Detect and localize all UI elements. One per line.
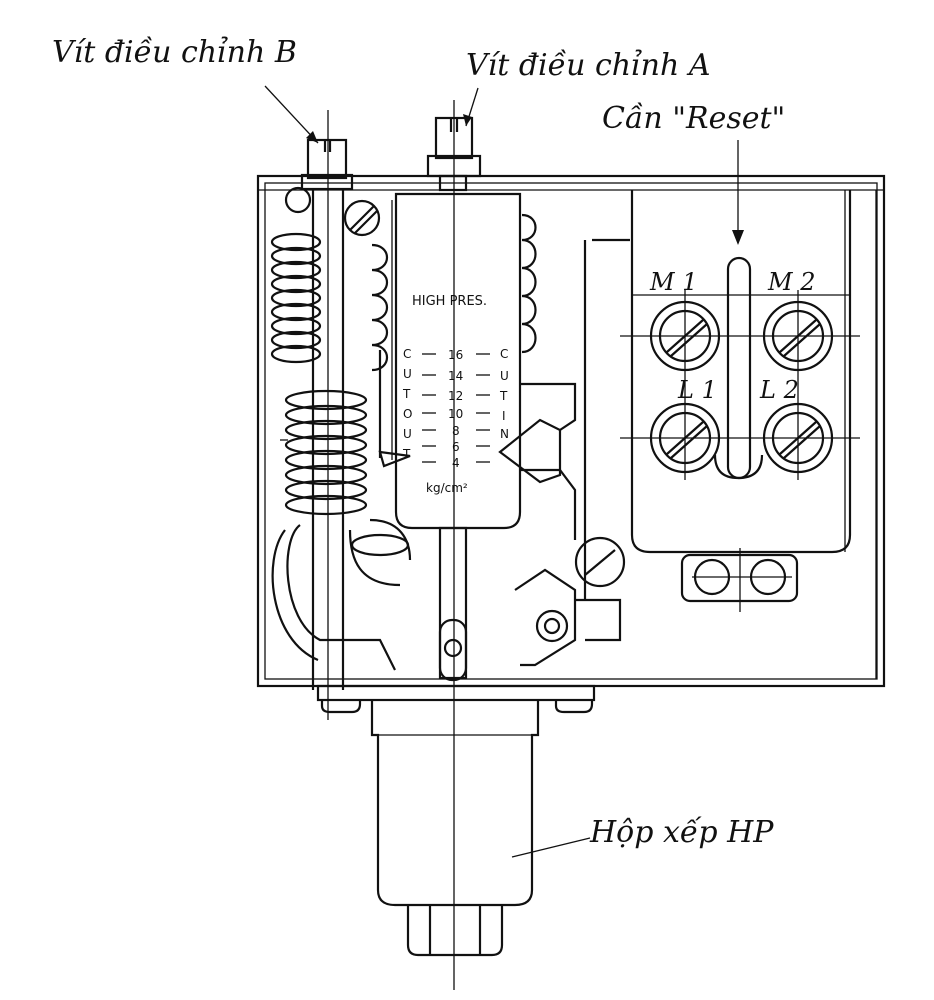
scale-letter-right-2: U [500, 369, 509, 383]
center-axis [438, 100, 468, 990]
scale-title: HIGH PRES. [412, 294, 487, 309]
bellows-housing [370, 700, 540, 907]
scale-letter-left-6: T [402, 447, 411, 461]
label-screw-b: Vít điều chỉnh B [52, 35, 297, 70]
scale-value-10: 10 [448, 407, 463, 421]
scale-letter-right-3: T [499, 389, 508, 403]
label-bellows: Hộp xếp HP [589, 815, 774, 850]
cut-in-pointer [498, 418, 562, 484]
pressure-connector [406, 905, 504, 957]
scale-letter-left-4: O [403, 407, 412, 421]
pressure-scale-plate: HIGH PRES. C U T O U T C U T I N 16 14 1… [391, 192, 522, 530]
scale-value-14: 14 [448, 369, 463, 383]
scale-value-4: 4 [452, 456, 460, 470]
leader-screw-b [264, 85, 319, 144]
scale-letter-left-1: C [403, 347, 411, 361]
scale-value-12: 12 [448, 389, 463, 403]
housing [256, 174, 886, 688]
scale-unit: kg/cm² [426, 481, 468, 495]
range-spring [270, 186, 322, 364]
scale-letter-right-4: I [502, 409, 506, 423]
label-reset-lever: Cần "Reset" [602, 101, 785, 136]
toggle-mechanism [514, 238, 630, 667]
leader-bellows [511, 837, 591, 858]
terminal-label-m1: M 1 [649, 268, 697, 296]
leader-screw-a [463, 87, 479, 127]
scale-value-6: 6 [452, 440, 460, 454]
leader-reset-lever [732, 140, 744, 245]
differential-spring [280, 389, 368, 516]
cut-out-pointer [378, 350, 411, 468]
terminal-label-l1: L 1 [677, 376, 717, 404]
screw-top-left [343, 199, 381, 237]
left-linkage [271, 518, 412, 671]
label-screw-a: Vít điều chỉnh A [466, 48, 711, 83]
scale-value-16: 16 [448, 348, 463, 362]
scale-dashes [422, 353, 490, 463]
terminal-label-m2: M 2 [767, 268, 815, 296]
scale-letter-left-5: U [403, 427, 412, 441]
terminal-block: M 1 M 2 L 1 L 2 [620, 190, 877, 679]
scale-letter-right-1: C [500, 347, 508, 361]
terminal-label-l2: L 2 [759, 376, 799, 404]
main-spring-right-coils [521, 213, 537, 354]
adjusting-screw-b [300, 110, 354, 720]
base-flange [316, 684, 596, 714]
scale-letter-left-2: U [403, 367, 412, 381]
main-spring-left-coils [371, 243, 388, 372]
scale-value-8: 8 [452, 424, 460, 438]
scale-letter-right-5: N [500, 427, 509, 441]
cable-entry [680, 548, 799, 612]
scale-letter-left-3: T [402, 387, 411, 401]
